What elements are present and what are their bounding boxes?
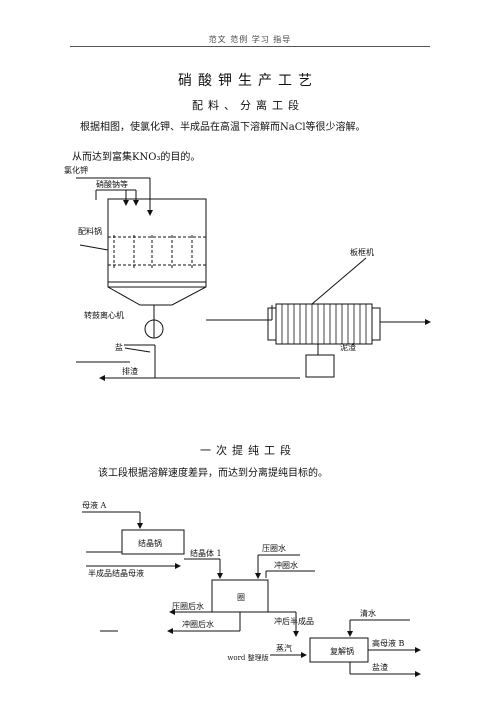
label-mud: 泥渣 (340, 342, 356, 352)
label-mixing-pot: 配料锅 (78, 226, 102, 236)
header-rule (70, 46, 430, 47)
label-clear-water: 清水 (360, 608, 376, 618)
section1-paragraph-line1: 根据相图，使氯化钾、半成品在高温下溶解而NaCl等很少溶解。 (80, 122, 366, 133)
label-salt: 盐 (115, 342, 123, 352)
label-filter-press: 板框机 (350, 247, 374, 257)
page-footer: word 整理版 (227, 654, 269, 662)
label-crystallizer: 结晶锅 (138, 538, 162, 548)
label-semi-mother: 半成品结晶母液 (88, 568, 144, 578)
label-crystal1: 结晶体 1 (190, 548, 222, 558)
label-flush-water-after: 冲圈后水 (182, 619, 214, 629)
section1-heading: 配料、分离工段 (192, 99, 304, 112)
document-title: 硝酸钾生产工艺 (178, 73, 318, 89)
label-centrifuge: 转鼓离心机 (84, 310, 124, 320)
page-header: 范文 范例 学习 指导 (208, 35, 292, 44)
mixing-pot (107, 198, 207, 283)
label-slag-out: 排渣 (122, 366, 138, 376)
label-salt-slag: 盐渣 (372, 662, 388, 672)
label-nano3: 硝酸钠等 (96, 179, 128, 189)
crystallizer (121, 529, 185, 555)
section2-paragraph: 该工段根据溶解速度差异，而达到分离提纯目标的。 (98, 468, 328, 479)
label-redissolve: 复解锅 (330, 646, 354, 656)
label-kcl: 氯化钾 (64, 165, 88, 175)
diagram1 (76, 177, 431, 381)
label-steam: 蒸汽 (276, 643, 292, 653)
diagram2 (82, 511, 421, 677)
label-flushed-semi: 冲后半成品 (274, 616, 314, 626)
label-high-mother-b: 高母液 B (372, 638, 405, 648)
label-flush-water: 冲圈水 (274, 560, 298, 570)
mud-tank (305, 354, 335, 378)
section1-paragraph-line2: 从而达到富集KNO₃的目的。 (72, 152, 201, 163)
label-press-water-after: 压圈后水 (172, 601, 204, 611)
label-ring: 圈 (237, 593, 245, 602)
label-mother-a: 母液 A (82, 500, 107, 510)
label-press-water: 压圈水 (262, 543, 286, 553)
centrifuge-hopper (107, 282, 207, 306)
section2-heading: 一次提纯工段 (200, 444, 296, 457)
